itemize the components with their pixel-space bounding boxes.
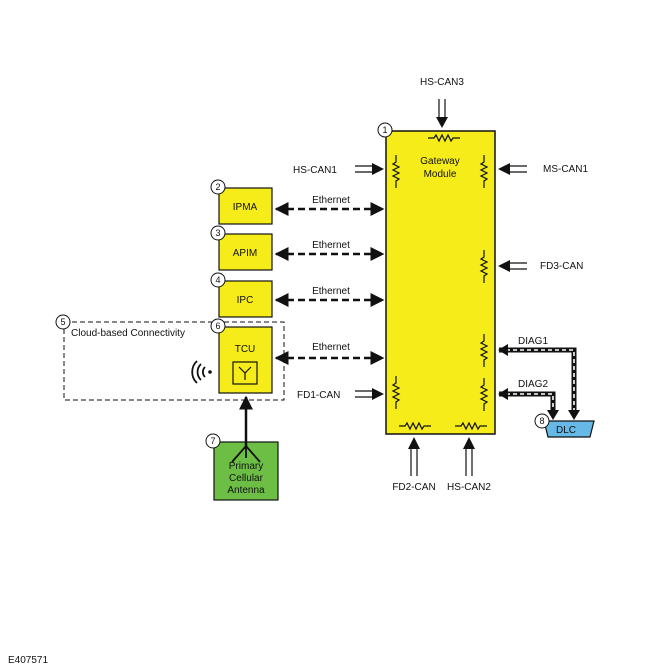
cloud-connectivity-label: Cloud-based Connectivity [71, 328, 185, 339]
wireless-signal-icon [191, 360, 212, 384]
ethernet-label: Ethernet [312, 342, 350, 353]
module-number: 3 [215, 228, 220, 238]
module-number-badge [210, 272, 226, 288]
module-number-badge [210, 318, 226, 334]
hs-can2-connection [463, 437, 475, 476]
diag1-label: DIAG1 [518, 336, 548, 347]
resistor-icon [479, 155, 489, 188]
module-number: 6 [215, 321, 220, 331]
antenna-module-label-line2: Cellular [229, 473, 264, 484]
ethernet-label: Ethernet [312, 195, 350, 206]
antenna-icon [232, 361, 258, 385]
resistor-icon [479, 250, 489, 283]
module-number: 7 [210, 436, 215, 446]
fd1-can-label: FD1-CAN [297, 390, 340, 401]
tcu-module-label: TCU [235, 344, 256, 355]
diag2-link [498, 388, 559, 420]
resistor-icon [479, 378, 489, 411]
module-number-badge [377, 122, 393, 138]
module-number: 1 [382, 125, 387, 135]
fd3-can-label: FD3-CAN [540, 261, 583, 272]
resistor-icon [479, 334, 489, 367]
diag2-label: DIAG2 [518, 379, 548, 390]
ipc-module-box [218, 280, 273, 318]
ethernet-label: Ethernet [312, 240, 350, 251]
ms-can1-connection [498, 163, 527, 175]
hs-can3-connection [436, 99, 448, 128]
fd2-can-connection [408, 437, 420, 476]
dlc-label: DLC [556, 425, 576, 436]
hs-can1-connection [355, 163, 384, 175]
ethernet-label: Ethernet [312, 286, 350, 297]
resistor-icon [428, 133, 460, 143]
module-number-badge [210, 179, 226, 195]
hs-can3-label: HS-CAN3 [420, 77, 464, 88]
ms-can1-label: MS-CAN1 [543, 164, 588, 175]
resistor-icon [399, 421, 431, 431]
figure-reference: E407571 [8, 655, 48, 666]
gateway-module-label-line1: Gateway [420, 156, 459, 167]
antenna-module-label-line1: Primary [229, 461, 263, 472]
module-number: 4 [215, 275, 220, 285]
hs-can1-label: HS-CAN1 [293, 165, 337, 176]
module-number: 5 [60, 317, 65, 327]
resistor-icon [391, 376, 401, 409]
module-number-badge [534, 413, 550, 429]
fd3-can-connection [498, 260, 527, 272]
gateway-module-box [385, 130, 496, 435]
resistor-icon [391, 155, 401, 188]
module-number-badge [205, 433, 221, 449]
fd2-can-label: FD2-CAN [392, 482, 435, 493]
ipc-module-label: IPC [237, 295, 254, 306]
hs-can2-label: HS-CAN2 [447, 482, 491, 493]
fd1-can-connection [355, 388, 384, 400]
apim-module-label: APIM [233, 248, 257, 259]
ipma-module-label: IPMA [233, 202, 258, 213]
resistor-icon [455, 421, 487, 431]
module-number: 8 [539, 416, 544, 426]
dlc-connector-shape [543, 420, 595, 438]
module-number-badge [210, 225, 226, 241]
module-number-badge [55, 314, 71, 330]
apim-module-box [218, 233, 273, 271]
diag1-link [498, 344, 580, 420]
antenna-module-label-line3: Antenna [227, 485, 265, 496]
gateway-module-label-line2: Module [424, 169, 457, 180]
ipma-module-box [218, 187, 273, 225]
module-number: 2 [215, 182, 220, 192]
